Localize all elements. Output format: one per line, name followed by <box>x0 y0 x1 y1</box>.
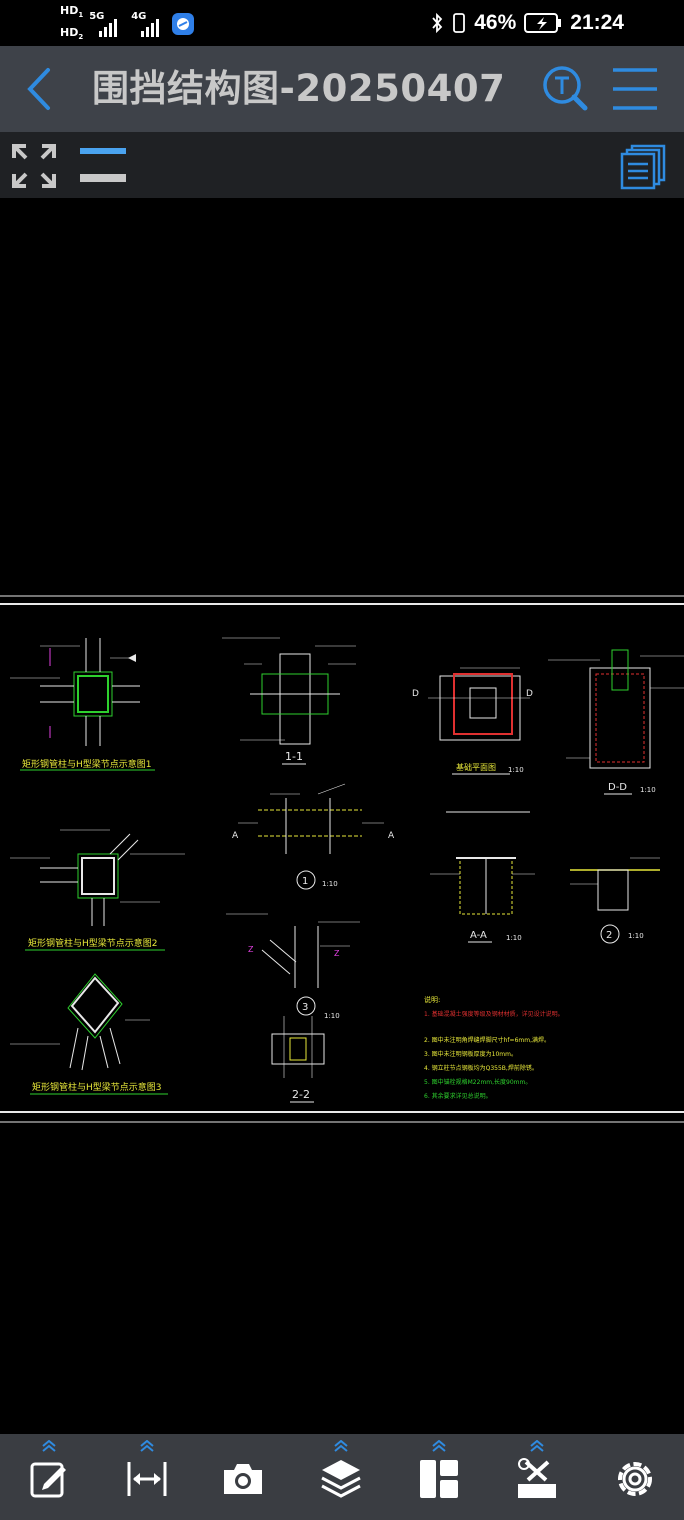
section-label-2-2: 2-2 <box>292 1088 310 1101</box>
detail-3: Z Z 3 1:10 <box>226 913 360 1020</box>
hd-indicators: HD1 HD2 <box>60 4 83 43</box>
status-bar: HD1 HD2 5G 4G 46% <box>0 0 684 46</box>
camera-tool[interactable] <box>208 1434 278 1520</box>
section-d-d: D-D 1:10 <box>548 649 684 795</box>
battery-charging-icon <box>524 13 562 33</box>
node3-title: 矩形钢管柱与H型梁节点示意图3 <box>32 1081 162 1093</box>
section-1-1: 1-1 <box>222 637 356 765</box>
layout-icon[interactable] <box>418 1458 460 1500</box>
detail-3-number: 3 <box>302 1002 308 1013</box>
detail-2-number: 2 <box>606 930 612 941</box>
hd1-indicator: HD1 <box>60 4 84 20</box>
detail-1-number: 1 <box>302 876 308 887</box>
cad-drawing: 矩形钢管柱与H型梁节点示意图1 矩形钢管柱与H型梁节点示意图2 <box>0 595 684 1123</box>
section-2-2: 2-2 <box>271 1016 325 1103</box>
vibrate-icon <box>453 13 466 33</box>
chevron-up-icon <box>140 1440 154 1452</box>
node-diagram-3: 矩形钢管柱与H型梁节点示意图3 <box>10 973 168 1095</box>
measure-tool[interactable] <box>112 1434 182 1520</box>
node-diagram-2: 矩形钢管柱与H型梁节点示意图2 <box>10 829 185 951</box>
edit-tool[interactable] <box>14 1434 84 1520</box>
settings-icon[interactable] <box>614 1458 656 1500</box>
section-label-d-d: D-D <box>608 782 627 793</box>
node1-title: 矩形钢管柱与H型梁节点示意图1 <box>22 758 152 770</box>
layout-list-icon[interactable] <box>620 144 666 190</box>
line-weight-icon[interactable] <box>80 146 128 186</box>
text-search-icon[interactable] <box>540 64 590 114</box>
fit-screen-icon[interactable] <box>12 144 56 188</box>
design-notes: 说明: 1. 基础混凝土强度等级及钢材材质，详见设计说明。 2. 图中未注明角焊… <box>424 995 564 1100</box>
drawing-canvas[interactable]: 矩形钢管柱与H型梁节点示意图1 矩形钢管柱与H型梁节点示意图2 <box>0 198 684 1434</box>
detail-2-scale: 1:10 <box>628 932 644 940</box>
title-bar: 围挡结构图-20250407 <box>0 46 684 132</box>
svg-text:Z: Z <box>334 949 340 958</box>
clock: 21:24 <box>570 11 624 34</box>
note-6: 6. 其余要求详见总说明。 <box>424 1092 492 1100</box>
chevron-up-icon <box>334 1440 348 1452</box>
edit-icon[interactable] <box>28 1458 70 1500</box>
note-5: 5. 图中锚栓规格M22mm,长度90mm。 <box>424 1078 531 1086</box>
node2-title: 矩形钢管柱与H型梁节点示意图2 <box>28 937 158 949</box>
svg-text:A: A <box>232 831 239 841</box>
signal-5g: 5G <box>89 11 119 37</box>
svg-text:Z: Z <box>248 945 254 954</box>
layers-icon[interactable] <box>320 1458 362 1500</box>
chevron-up-icon <box>42 1440 56 1452</box>
svg-text:A: A <box>388 831 395 841</box>
measure-icon[interactable] <box>126 1458 168 1500</box>
app-notification-icon <box>172 13 195 35</box>
hd2-indicator: HD2 <box>60 25 84 41</box>
note-4: 4. 钢立柱节点钢板均为Q355B,焊前除锈。 <box>424 1064 538 1072</box>
note-3: 3. 图中未注明钢板厚度为10mm。 <box>424 1050 517 1058</box>
detail-3-scale: 1:10 <box>324 1012 340 1020</box>
hamburger-menu-icon[interactable] <box>610 66 660 112</box>
note-1: 1. 基础混凝土强度等级及钢材材质，详见设计说明。 <box>424 1010 564 1018</box>
chevron-up-icon <box>432 1440 446 1452</box>
foundation-plan-scale: 1:10 <box>508 766 524 774</box>
chevron-up-icon <box>530 1440 544 1452</box>
section-a-a: A-A 1:10 <box>430 811 535 943</box>
detail-1-scale: 1:10 <box>322 880 338 888</box>
section-d-d-scale: 1:10 <box>640 786 656 794</box>
back-icon[interactable] <box>22 64 58 114</box>
signal-4g: 4G <box>131 11 161 37</box>
document-title: 围挡结构图-20250407 <box>92 67 506 110</box>
notes-title: 说明: <box>424 995 440 1004</box>
section-label-a-a: A-A <box>470 930 487 941</box>
node-diagram-1: 矩形钢管柱与H型梁节点示意图1 <box>10 638 155 771</box>
drawing-frame <box>0 595 684 1123</box>
layout-tool[interactable] <box>404 1434 474 1520</box>
tools-icon[interactable] <box>516 1458 558 1500</box>
layers-tool[interactable] <box>306 1434 376 1520</box>
detail-1: A A 1 1:10 <box>232 783 395 890</box>
settings-tool[interactable] <box>600 1434 670 1520</box>
view-toolbar <box>0 132 684 198</box>
svg-text:D: D <box>526 689 533 699</box>
section-a-a-scale: 1:10 <box>506 934 522 942</box>
status-right: 46% 21:24 <box>430 6 624 40</box>
bottom-toolbar <box>0 1434 684 1520</box>
detail-2: 2 1:10 <box>570 857 660 944</box>
signal-bars-icon <box>99 19 118 37</box>
status-left: HD1 HD2 5G 4G <box>60 4 195 43</box>
camera-icon[interactable] <box>222 1458 264 1500</box>
bluetooth-icon <box>432 12 443 34</box>
section-label-1-1: 1-1 <box>285 750 303 763</box>
svg-text:D: D <box>412 689 419 699</box>
note-2: 2. 图中未注明角焊缝焊脚尺寸hf=6mm,满焊。 <box>424 1036 550 1044</box>
foundation-plan: D D 基础平面图 1:10 <box>412 667 533 775</box>
battery-percentage: 46% <box>474 11 517 34</box>
foundation-plan-title: 基础平面图 <box>456 762 496 772</box>
tools-tool[interactable] <box>502 1434 572 1520</box>
signal-bars-icon <box>141 19 160 37</box>
